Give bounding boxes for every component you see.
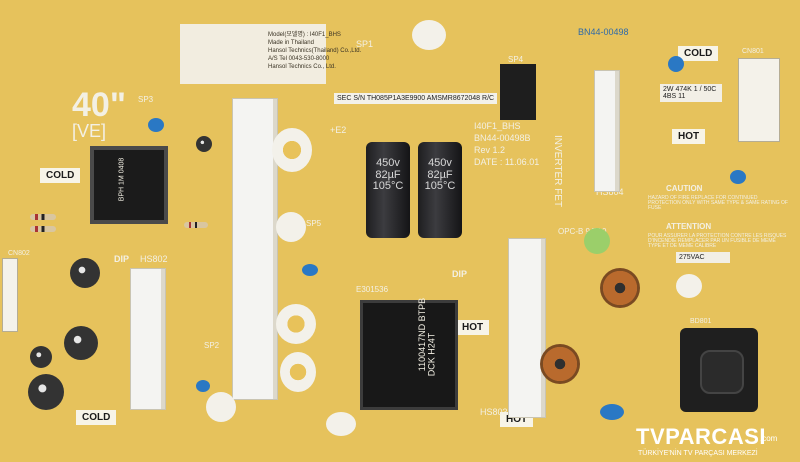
part-number-top: BN44-00498 xyxy=(578,27,629,37)
caution-title: CAUTION xyxy=(666,184,703,193)
hs803-label: HS803 xyxy=(480,407,508,417)
watermark-tagline: TÜRKİYE'NİN TV PARÇASI MERKEZİ xyxy=(638,450,758,457)
dip-label-center: DIP xyxy=(452,269,468,279)
model-line-2: Made in Thailand xyxy=(268,40,314,46)
blue-cap-4 xyxy=(196,380,210,392)
serial-sticker: SEC S/N TH085P1A3E9900 AMSMR8672048 R/C xyxy=(334,93,498,104)
blue-cap-6 xyxy=(302,264,318,276)
small-cap-1 xyxy=(70,258,100,288)
dip-label-left: DIP xyxy=(114,254,130,264)
connector-cn801 xyxy=(738,58,780,142)
heatsink-primary xyxy=(232,98,278,400)
small-cap-5 xyxy=(196,136,212,152)
glue-blob-5 xyxy=(676,274,702,298)
glue-blob-4 xyxy=(326,412,356,436)
blue-cap-3 xyxy=(730,170,746,184)
sp1-label: SP1 xyxy=(356,39,374,49)
glue-blob-3 xyxy=(206,392,236,422)
glue-blob-6 xyxy=(584,228,610,254)
cn801-label: CN801 xyxy=(742,48,764,55)
cold-label-bottom: COLD xyxy=(76,410,117,425)
glue-blob-1 xyxy=(412,20,446,50)
sp3-label: SP3 xyxy=(138,95,154,104)
attention-text: POUR ASSURER LA PROTECTION CONTRE LES RI… xyxy=(648,233,787,249)
ul-number: E301536 xyxy=(356,285,389,294)
watermark-suffix: .com xyxy=(760,434,778,443)
sp5-label: SP5 xyxy=(306,219,322,228)
cn802-label: CN802 xyxy=(8,250,30,257)
heatsink-hs802 xyxy=(130,268,166,410)
board-id: I40F1_BHS xyxy=(474,121,521,131)
bulk-capacitor-1: 450v 82µF 105°C xyxy=(366,142,410,238)
connector-cn802 xyxy=(2,258,18,332)
model-line-3: Hansol Technics(Thailand) Co.,Ltd. xyxy=(268,48,362,54)
pfc-inductor xyxy=(500,64,536,120)
bulk-capacitor-2: 450v 82µF 105°C xyxy=(418,142,462,238)
watermark-logo: TVPARCASI xyxy=(636,424,766,449)
panel-label: [VE] xyxy=(72,121,107,141)
main-transformer-code: DCK H24T xyxy=(426,332,437,377)
toroid-left-3 xyxy=(280,352,316,392)
model-line-1: Model(모델명) : I40F1_BHS xyxy=(268,32,341,38)
model-line-4: A/S Tel 0043-530-8000 xyxy=(268,56,330,62)
model-line-5: Hansol Technics Co., Ltd. xyxy=(268,64,336,70)
attention-title: ATTENTION xyxy=(666,222,712,231)
main-transformer xyxy=(360,300,458,410)
blue-cap-2 xyxy=(668,56,684,72)
bulk-capacitor-1-text: 450v 82µF 105°C xyxy=(372,157,404,193)
ac-inlet-socket xyxy=(700,350,744,394)
power-resistor: 2W 474K 1 / 50C 4BS 11 xyxy=(660,84,722,102)
hs804-label: HS804 xyxy=(596,187,624,197)
inverter-fet-label: INVERTER FET xyxy=(552,135,563,208)
hot-label-center: HOT xyxy=(456,320,490,335)
resistor-1 xyxy=(30,214,56,220)
part-number: BN44-00498B xyxy=(474,133,531,143)
bd801-label: BD801 xyxy=(690,318,712,325)
rating-table xyxy=(180,24,326,84)
standby-transformer xyxy=(90,146,168,224)
small-cap-3 xyxy=(30,346,52,368)
toroid-left-2 xyxy=(276,304,316,344)
x-capacitor: 275VAC xyxy=(676,252,730,263)
small-cap-2 xyxy=(64,326,98,360)
heatsink-hs803 xyxy=(508,238,546,418)
small-cap-4 xyxy=(28,374,64,410)
screen-size-label: 40" xyxy=(72,86,126,124)
glue-blob-2 xyxy=(276,212,306,242)
bulk-capacitor-2-text: 450v 82µF 105°C xyxy=(424,157,456,193)
standby-transformer-text: BPH 1M 0408 xyxy=(118,157,126,202)
cold-label-left: COLD xyxy=(40,168,81,183)
heatsink-hs804 xyxy=(594,70,620,192)
sp4-label: SP4 xyxy=(508,55,524,64)
date: DATE : 11.06.01 xyxy=(474,157,540,167)
opc-label: OPC-B 94V-0 xyxy=(558,227,607,236)
caution-text: HAZARD OF FIRE REPLACE FOR CONTINUED PRO… xyxy=(648,195,788,211)
blue-cap-1 xyxy=(148,118,164,132)
sp2-label: SP2 xyxy=(204,341,220,350)
line-filter-coil-1 xyxy=(600,268,640,308)
hot-label-right: HOT xyxy=(672,129,706,144)
cold-label-top-right: COLD xyxy=(678,46,719,61)
hs802-label: HS802 xyxy=(140,254,168,264)
line-filter-coil-2 xyxy=(540,344,580,384)
resistor-3 xyxy=(184,222,208,228)
toroid-left-1 xyxy=(272,128,312,172)
resistor-2 xyxy=(30,226,56,232)
e2-label: +E2 xyxy=(330,125,347,135)
revision: Rev 1.2 xyxy=(474,145,506,155)
blue-cap-5 xyxy=(600,404,624,420)
watermark: TVPARCASI .com TÜRKİYE'NİN TV PARÇASI ME… xyxy=(632,424,800,460)
